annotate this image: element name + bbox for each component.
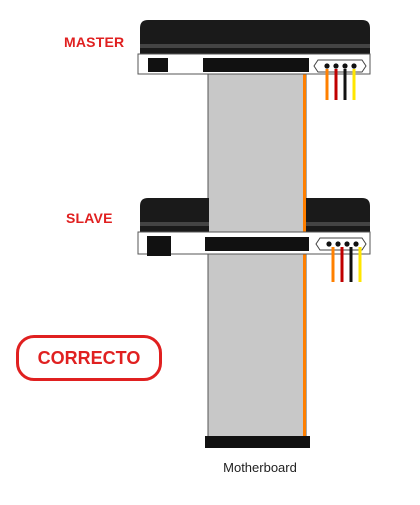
master-power-wires — [325, 69, 356, 100]
ribbon-pin1-stripe — [303, 70, 306, 442]
slave-jumper-block — [147, 236, 171, 256]
slave-ribbon-stripe — [303, 196, 306, 232]
master-drive-edge — [140, 44, 370, 48]
slave-ribbon-overlay — [209, 196, 305, 232]
slave-power-wires — [331, 247, 362, 282]
verdict-text: CORRECTO — [37, 347, 141, 368]
master-power-socket — [313, 59, 367, 73]
master-drive-top — [140, 20, 370, 56]
verdict-badge: CORRECTO — [16, 335, 162, 381]
master-drive — [137, 20, 371, 100]
motherboard-label: Motherboard — [223, 460, 297, 475]
slave-drive — [137, 196, 371, 282]
motherboard-ide-connector — [205, 436, 310, 448]
slave-label: SLAVE — [66, 210, 113, 226]
slave-power-socket — [315, 237, 367, 251]
master-jumper-block — [148, 58, 168, 72]
master-ide-connector — [203, 58, 309, 72]
master-label: MASTER — [64, 34, 125, 50]
slave-ide-connector — [205, 237, 309, 251]
ribbon-body — [207, 69, 307, 443]
ide-ribbon-cable — [207, 69, 307, 443]
